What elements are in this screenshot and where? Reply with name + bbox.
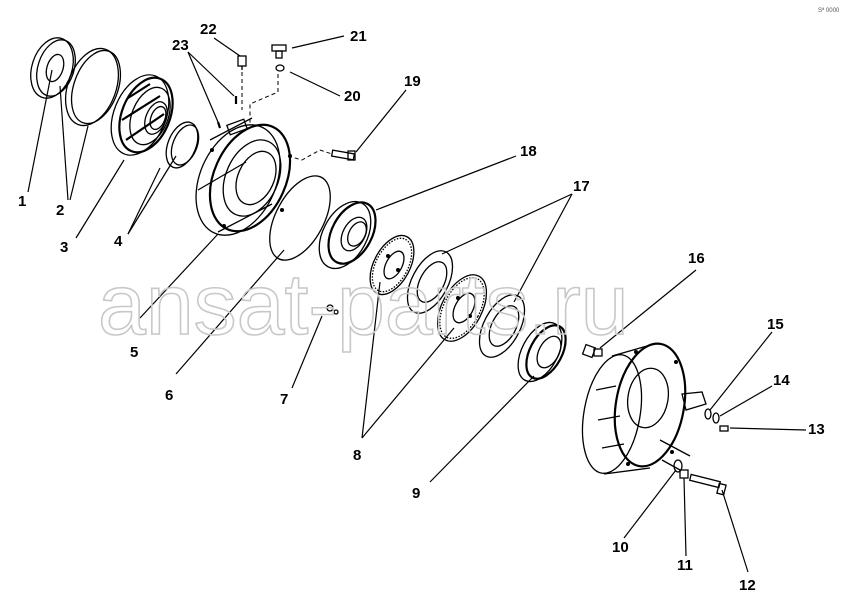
part-7-pin — [326, 304, 339, 315]
label-18: 18 — [520, 143, 537, 160]
label-21: 21 — [350, 28, 367, 45]
part-carrier-housing — [581, 342, 707, 475]
part-15-washer — [704, 408, 712, 420]
label-4: 4 — [114, 233, 123, 250]
part-11-nut — [679, 469, 689, 479]
label-2: 2 — [56, 202, 64, 219]
part-2-ring — [64, 47, 122, 127]
label-20: 20 — [344, 88, 361, 105]
label-23: 23 — [172, 37, 189, 54]
leader-lines — [27, 35, 807, 573]
label-13: 13 — [808, 421, 825, 438]
label-17: 17 — [573, 178, 590, 195]
part-22-fitting — [237, 55, 247, 70]
part-8-friction-disc-b — [436, 274, 488, 342]
part-4-o-ring — [165, 121, 200, 169]
label-5: 5 — [130, 344, 138, 361]
part-20-seal-washer — [275, 64, 285, 72]
corner-code: Sª 0000 — [818, 7, 840, 14]
label-14: 14 — [773, 372, 790, 389]
label-7: 7 — [280, 391, 288, 408]
part-labels: 1 2 3 4 5 6 7 8 9 10 11 12 13 14 15 16 1… — [18, 21, 825, 594]
part-19-bolt — [330, 149, 356, 161]
part-21-breather-plug — [271, 44, 287, 59]
part-3-hub — [110, 74, 174, 156]
part-17-plate-b — [478, 294, 526, 358]
part-14-washer — [712, 412, 720, 424]
label-9: 9 — [412, 485, 420, 502]
part-1-washer — [30, 37, 76, 99]
label-16: 16 — [688, 250, 705, 267]
watermark-text: ansat-parts.ru — [98, 257, 629, 353]
part-6-gasket — [269, 175, 331, 261]
label-3: 3 — [60, 239, 68, 256]
part-13-screw — [719, 425, 729, 432]
part-16-plug — [581, 343, 603, 359]
part-18-piston — [318, 200, 377, 270]
label-19: 19 — [404, 73, 421, 90]
part-23-pin — [216, 96, 238, 129]
label-1: 1 — [18, 193, 26, 210]
label-6: 6 — [165, 387, 173, 404]
assembly-lines — [241, 72, 333, 161]
part-10-washer — [673, 459, 683, 473]
label-11: 11 — [677, 557, 693, 574]
label-22: 22 — [200, 21, 217, 38]
part-12-bolt — [688, 473, 727, 496]
part-8-friction-disc-a — [369, 234, 415, 296]
label-10: 10 — [612, 539, 629, 556]
part-5-housing — [195, 117, 292, 236]
label-8: 8 — [353, 447, 361, 464]
label-12: 12 — [739, 577, 756, 594]
label-15: 15 — [767, 316, 784, 333]
